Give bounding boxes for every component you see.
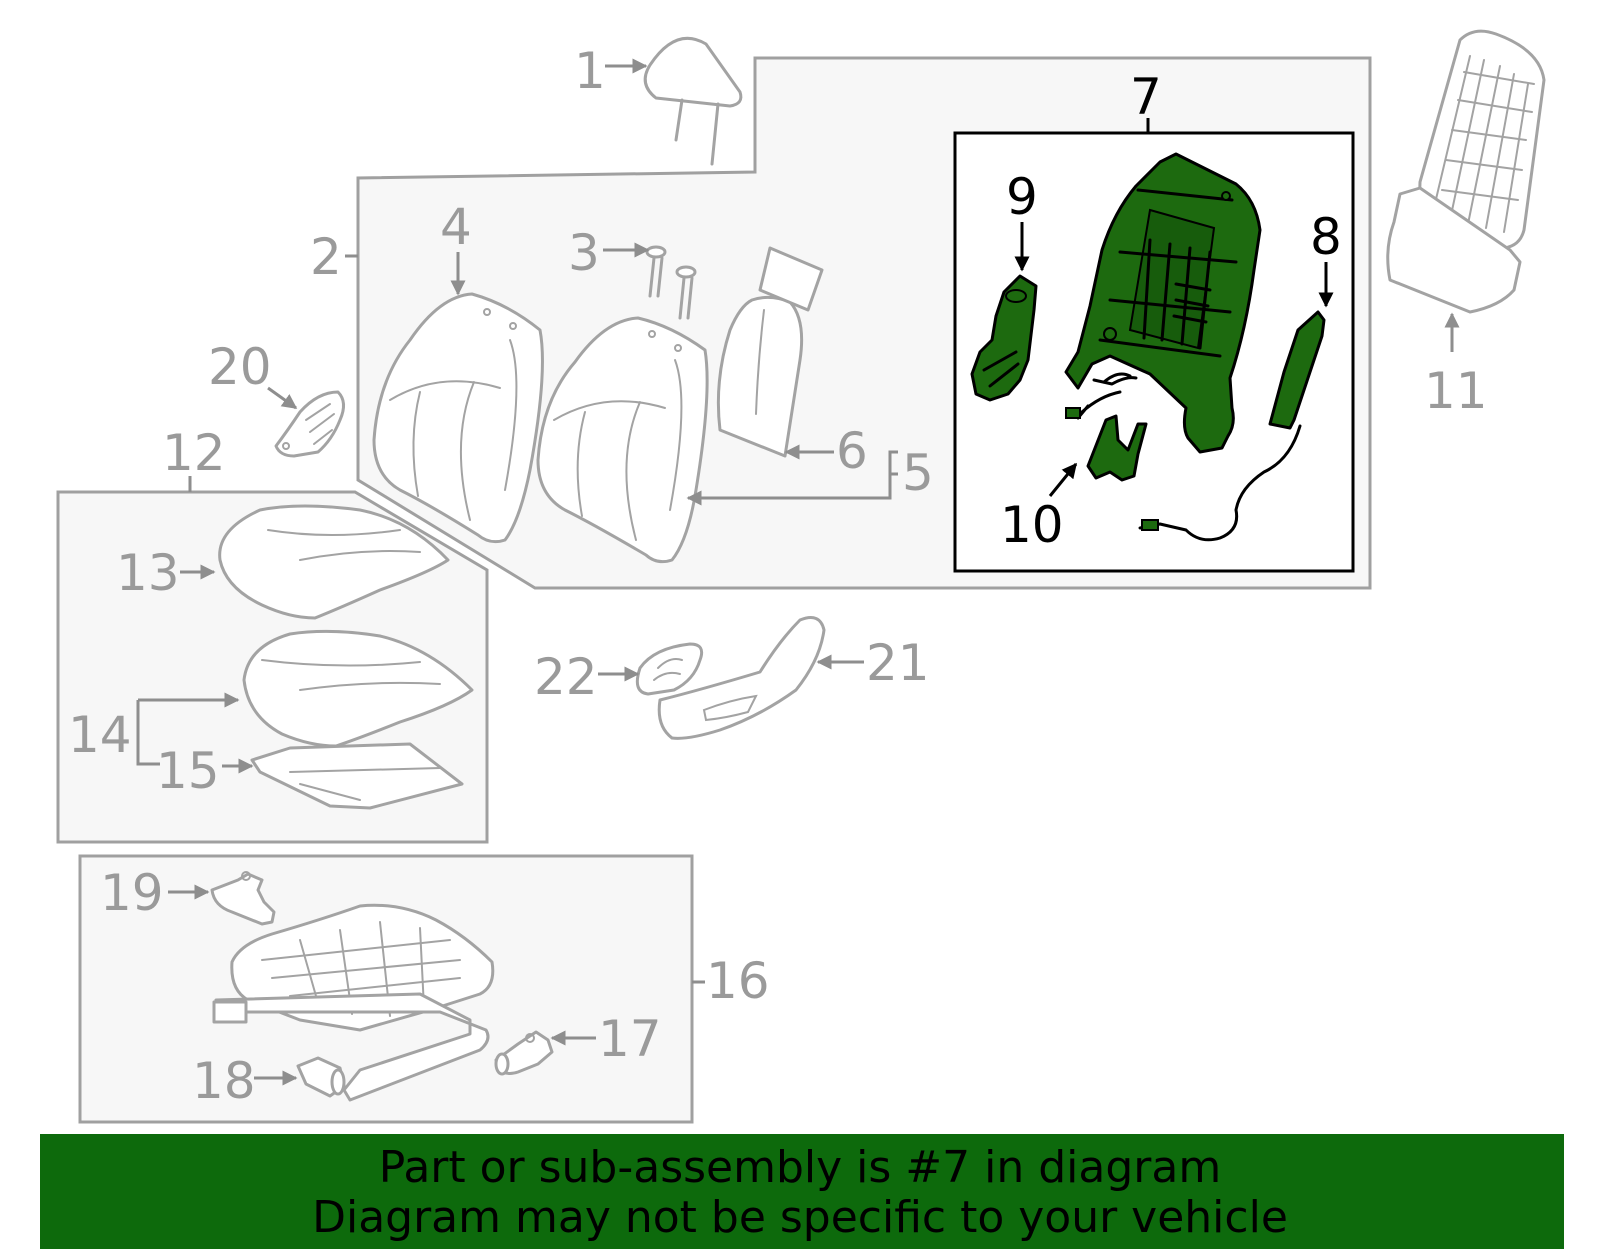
switch-part-22[interactable] — [635, 642, 704, 696]
motor-part-18[interactable] — [296, 1056, 346, 1098]
lever-part-20[interactable] — [274, 390, 345, 458]
bracket-part-10[interactable] — [1086, 414, 1148, 482]
callout-17: 17 — [598, 1010, 662, 1068]
side-shield-part-21[interactable] — [657, 616, 826, 740]
motor-part-17[interactable] — [494, 1030, 554, 1076]
info-banner: Part or sub-assembly is #7 in diagram Di… — [40, 1134, 1564, 1249]
callout-11: 11 — [1424, 362, 1488, 420]
motor-part-19[interactable] — [210, 871, 276, 926]
recliner-motor-part-9[interactable] — [970, 274, 1038, 402]
callout-13: 13 — [116, 544, 180, 602]
callout-16: 16 — [706, 952, 770, 1010]
callout-5: 5 — [902, 444, 934, 502]
seatback-cover-part-4[interactable] — [372, 292, 544, 544]
back-panel-part-6[interactable] — [716, 246, 824, 458]
seatback-cover-part-5[interactable] — [536, 316, 709, 564]
callout-4: 4 — [440, 198, 472, 256]
callout-20: 20 — [208, 338, 272, 396]
callout-10: 10 — [1000, 496, 1064, 554]
callout-labels: 1 2 3 4 5 6 7 8 9 10 11 12 13 14 15 16 1… — [68, 42, 1488, 1110]
callout-3: 3 — [568, 224, 600, 282]
seatback-frame-part-7[interactable] — [1064, 152, 1262, 454]
cushion-pad-part-14[interactable] — [242, 629, 474, 748]
banner-line-2: Diagram may not be specific to your vehi… — [312, 1192, 1288, 1243]
seat-track-part-16[interactable] — [212, 903, 495, 1102]
callout-22: 22 — [534, 648, 598, 706]
banner-line-1: Part or sub-assembly is #7 in diagram — [379, 1142, 1221, 1193]
cushion-cover-part-13[interactable] — [218, 504, 450, 620]
callout-7: 7 — [1130, 68, 1162, 126]
callout-21: 21 — [866, 634, 930, 692]
callout-8: 8 — [1310, 208, 1342, 266]
callout-19: 19 — [100, 864, 164, 922]
callout-6: 6 — [836, 422, 868, 480]
heater-mat-part-15[interactable] — [250, 742, 464, 810]
callout-15: 15 — [156, 742, 220, 800]
callout-1: 1 — [574, 42, 606, 100]
callout-9: 9 — [1006, 168, 1038, 226]
callout-2: 2 — [310, 228, 342, 286]
callout-14: 14 — [68, 706, 132, 764]
headrest-guide-part[interactable] — [645, 245, 697, 320]
info-banner-background — [40, 1134, 1564, 1249]
callout-18: 18 — [192, 1052, 256, 1110]
leader-lines — [136, 58, 1460, 1086]
back-frame-part-11[interactable] — [1386, 29, 1546, 314]
callout-12: 12 — [162, 424, 226, 482]
side-module-part-8[interactable] — [1092, 310, 1326, 542]
headrest-part[interactable] — [643, 36, 743, 166]
